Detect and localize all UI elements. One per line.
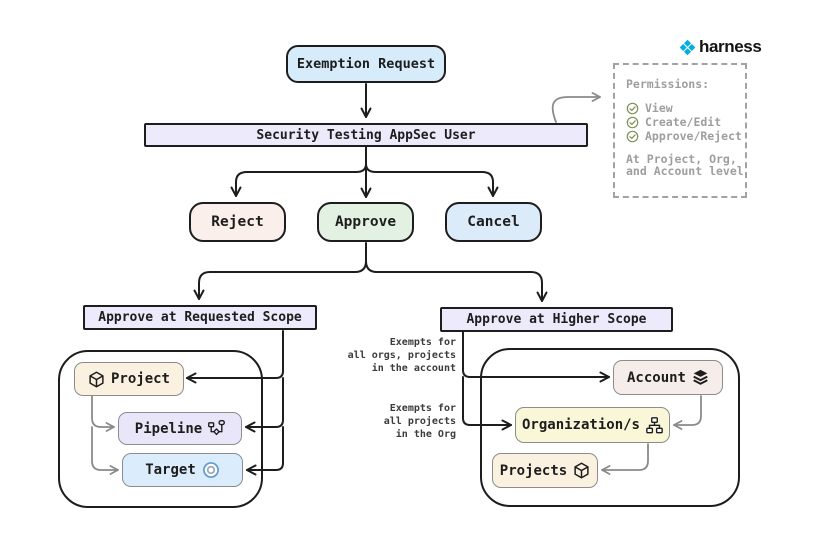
check-circle-icon [626, 102, 639, 114]
cube-icon [574, 462, 589, 479]
black-arrows [186, 83, 610, 476]
org-scope-note: Exempts for all projects in the Org [383, 403, 456, 440]
harness-logo-icon [679, 39, 696, 55]
permission-item-approve-reject: Approve/Reject [626, 130, 745, 143]
permissions-scope-note: At Project, Org, and Account level [626, 151, 744, 178]
permission-item-view: View [626, 102, 745, 115]
permissions-title: Permissions: [626, 77, 710, 91]
node-label: Cancel [467, 214, 520, 230]
node-label: Projects [499, 462, 568, 479]
node-label: Organization/s [521, 417, 640, 433]
permission-label: Create/Edit [645, 114, 722, 129]
org-chart-icon [646, 416, 663, 433]
node-account: Account [613, 360, 723, 395]
node-label: Target [145, 462, 196, 478]
harness-wordmark: harness [699, 37, 762, 56]
permission-item-create-edit: Create/Edit [626, 116, 745, 129]
gray-arrows [91, 92, 702, 475]
node-organizations: Organization/s [515, 407, 670, 443]
check-circle-icon [626, 116, 639, 128]
node-reject: Reject [189, 202, 286, 242]
node-label: Approve [334, 214, 397, 230]
node-approve: Approve [317, 202, 414, 242]
node-label: Approve at Higher Scope [466, 312, 647, 327]
node-label: Project [110, 371, 170, 387]
target-icon [202, 462, 219, 478]
node-label: Reject [211, 214, 264, 230]
node-approve-higher-scope: Approve at Higher Scope [440, 307, 673, 332]
node-label: Security Testing AppSec User [256, 127, 476, 143]
permission-label: View [645, 100, 673, 115]
check-circle-icon [626, 130, 639, 142]
node-label: Approve at Requested Scope [98, 310, 302, 325]
account-scope-note: Exempts for all orgs, projects in the ac… [347, 337, 456, 374]
node-projects: Projects [492, 453, 598, 488]
node-label: Exemption Request [296, 56, 436, 72]
node-approve-requested-scope: Approve at Requested Scope [83, 305, 317, 330]
node-appsec-user: Security Testing AppSec User [144, 123, 588, 147]
node-project: Project [74, 362, 184, 396]
node-label: Account [626, 369, 686, 386]
node-exemption-request: Exemption Request [286, 45, 446, 83]
pipeline-icon [208, 420, 226, 436]
permission-label: Approve/Reject [645, 128, 742, 143]
node-pipeline: Pipeline [118, 412, 242, 445]
permissions-panel: Permissions: View Create/Edit Approve/Re… [613, 63, 747, 198]
layers-icon [693, 369, 708, 385]
harness-logo: harness [679, 37, 762, 57]
node-label: Pipeline [134, 420, 203, 437]
node-cancel: Cancel [445, 202, 542, 242]
cube-icon [89, 371, 104, 387]
node-target: Target [122, 453, 243, 487]
